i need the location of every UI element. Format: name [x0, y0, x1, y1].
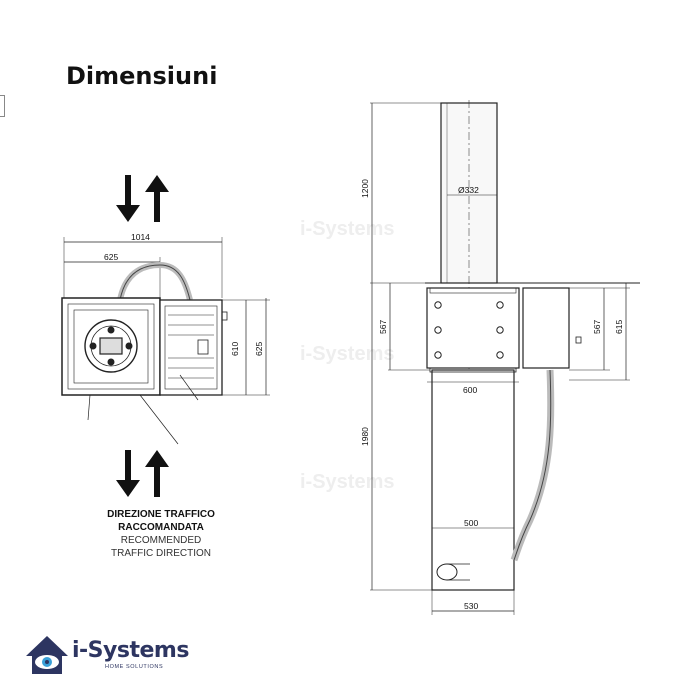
edge-mark	[0, 95, 5, 117]
brand-logo: i-Systems HOME SOLUTIONS	[22, 630, 192, 680]
dim-567-left: 567	[378, 320, 388, 334]
watermark-3: i-Systems	[300, 471, 395, 493]
dim-567-right: 567	[592, 320, 602, 334]
dim-625-width: 625	[104, 252, 118, 262]
page-title: Dimensiuni	[66, 62, 218, 90]
side-view-dim-labels: 1200 Ø332 567 567 615 600 1980 500 530	[360, 179, 624, 611]
watermark-2: i-Systems	[300, 343, 395, 365]
traffic-direction-legend: DIREZIONE TRAFFICO RACCOMANDATA RECOMMEN…	[76, 508, 246, 560]
legend-it-line2: RACCOMANDATA	[118, 522, 204, 533]
dim-500: 500	[464, 518, 478, 528]
dim-diameter: Ø332	[458, 185, 479, 195]
logo-subtitle: HOME SOLUTIONS	[105, 664, 164, 670]
dim-1980: 1980	[360, 427, 370, 446]
logo-text: i-Systems	[72, 638, 189, 663]
dim-1200: 1200	[360, 179, 370, 198]
legend-it-line1: DIREZIONE TRAFFICO	[107, 509, 215, 520]
dim-530: 530	[464, 601, 478, 611]
side-view	[370, 100, 640, 615]
top-view-dim-labels: 1014 625 610 625	[104, 232, 264, 356]
watermark-1: i-Systems	[300, 218, 395, 240]
traffic-arrows-top	[116, 175, 169, 222]
legend-en-line1: RECOMMENDED	[120, 535, 202, 546]
dim-1014: 1014	[131, 232, 150, 242]
dim-625-height: 625	[254, 342, 264, 356]
traffic-arrows-bottom	[116, 450, 169, 497]
dim-600: 600	[463, 385, 477, 395]
dim-610: 610	[230, 342, 240, 356]
watermarks: i-Systems i-Systems i-Systems	[300, 218, 395, 493]
dim-615: 615	[614, 320, 624, 334]
legend-en-line2: TRAFFIC DIRECTION	[111, 548, 211, 559]
house-eye-icon	[26, 636, 68, 674]
top-view	[61, 175, 270, 497]
